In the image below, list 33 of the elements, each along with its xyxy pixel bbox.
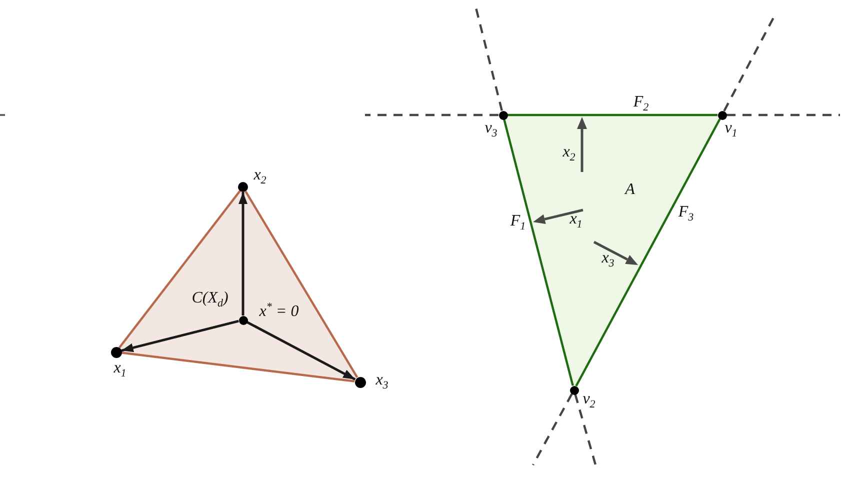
- math-label: A: [625, 182, 635, 198]
- vertex-point: [238, 182, 248, 192]
- point-label: x$_{3}$: [376, 372, 388, 392]
- point-label: x$^{*}$ = 0: [259, 302, 299, 320]
- edge-line: [244, 190, 358, 378]
- point-label: v$_{3}$: [484, 120, 498, 140]
- edge-line: [121, 352, 355, 382]
- dashed-line: [532, 393, 573, 466]
- point-label: v$_{1}$: [724, 120, 738, 140]
- edge-line: [575, 118, 721, 387]
- edge-label: F$_{1}$: [510, 213, 526, 233]
- arrow: [121, 320, 239, 352]
- math-label: x$_{2}$: [562, 144, 576, 164]
- dashed-line: [726, 114, 840, 116]
- arrow: [246, 321, 356, 381]
- edge-label: F$_{2}$: [633, 94, 649, 114]
- edge-label: F$_{3}$: [678, 204, 694, 224]
- point-label: v$_{2}$: [582, 391, 596, 411]
- arrow: [238, 192, 248, 316]
- math-label: x$_{1}$: [570, 211, 582, 231]
- edge-line: [118, 190, 241, 348]
- point-label: x$_{1}$: [114, 360, 126, 380]
- vertex-point: [570, 386, 578, 394]
- edge-line: [503, 119, 574, 386]
- edge-line: [508, 114, 718, 116]
- vertex-point: [498, 110, 508, 120]
- math-label: C(X$_{d}$): [192, 290, 228, 310]
- math-label: x$_{3}$: [602, 250, 614, 270]
- point-label: x$_{2}$: [254, 167, 266, 187]
- dashed-line: [365, 114, 498, 116]
- vertex-point: [718, 110, 726, 120]
- vertex-point: [110, 346, 122, 358]
- vertex-point: [354, 376, 366, 388]
